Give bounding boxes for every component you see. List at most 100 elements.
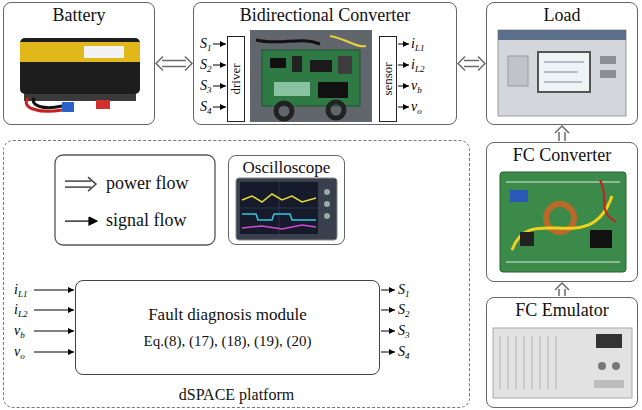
power-flow-stroke bbox=[564, 289, 566, 296]
battery-photo-part bbox=[26, 98, 62, 111]
fc-emulator-photo-part bbox=[493, 328, 632, 398]
signal-label: iL2 bbox=[411, 58, 424, 72]
signal-wires-part bbox=[213, 107, 226, 108]
signal-wires-part bbox=[381, 331, 395, 332]
load-photo-part bbox=[544, 72, 578, 73]
converter-photo-part bbox=[250, 30, 372, 122]
text-group: FC Emulator bbox=[487, 300, 637, 321]
signal-wires-part bbox=[213, 44, 226, 45]
battery-photo-part bbox=[20, 38, 140, 94]
load-photo-part bbox=[544, 62, 584, 63]
signal-symbol: S bbox=[200, 99, 207, 114]
node-title: FC Emulator bbox=[515, 300, 609, 321]
converter-photo-part bbox=[262, 50, 360, 106]
sensor-block: sensor bbox=[379, 36, 397, 122]
battery-photo-part bbox=[20, 42, 140, 62]
signal-symbol: i bbox=[411, 57, 415, 72]
load-photo-part bbox=[498, 30, 626, 40]
fc-emulator-photo-part bbox=[524, 336, 525, 390]
legend-swatch bbox=[64, 212, 98, 230]
signal-subscript: 3 bbox=[207, 85, 212, 95]
signal-label: iL2 bbox=[14, 303, 27, 317]
power-flow-arrow bbox=[156, 57, 192, 71]
signal-symbol: v bbox=[411, 99, 417, 114]
signal-subscript: L1 bbox=[415, 43, 425, 53]
battery-photo-part bbox=[84, 46, 124, 58]
oscilloscope-photo bbox=[236, 178, 337, 240]
signal-subscript: 2 bbox=[207, 64, 212, 74]
power-flow-stroke bbox=[464, 60, 479, 62]
oscilloscope-photo-part bbox=[324, 201, 330, 207]
signal-subscript: 4 bbox=[207, 106, 212, 116]
signal-label: S2 bbox=[200, 58, 212, 72]
power-flow-arrow bbox=[555, 126, 569, 141]
signal-wires-part bbox=[381, 310, 395, 311]
fc-converter-photo-part bbox=[510, 190, 528, 202]
signal-label: iL1 bbox=[411, 37, 424, 51]
signal-symbol: v bbox=[411, 78, 417, 93]
signal-wires-part bbox=[213, 65, 226, 66]
text-group: FC Converter bbox=[487, 145, 637, 166]
fc-converter-photo-part bbox=[506, 262, 620, 263]
signal-label: vo bbox=[14, 345, 25, 359]
battery-photo-part bbox=[96, 100, 110, 109]
converter-photo-part bbox=[292, 56, 302, 72]
signal-label: S3 bbox=[398, 324, 410, 338]
load-photo-part bbox=[544, 82, 582, 83]
node-title: Bidirectional Converter bbox=[240, 5, 410, 26]
legend-entry: power flow bbox=[64, 174, 188, 194]
signal-subscript: L2 bbox=[415, 64, 425, 74]
fc-converter-photo-part bbox=[500, 172, 626, 272]
signal-wires-part bbox=[398, 107, 409, 108]
signal-subscript: 1 bbox=[405, 289, 410, 299]
signal-wires-part bbox=[398, 44, 409, 45]
signal-label: vb bbox=[411, 79, 422, 93]
oscilloscope-box: Oscilloscope bbox=[228, 155, 345, 245]
converter-photo-part bbox=[276, 103, 292, 119]
fc-converter-box: FC Converter bbox=[486, 142, 638, 282]
fc-emulator-photo-part bbox=[540, 336, 541, 390]
battery-photo-part bbox=[24, 94, 136, 101]
signal-wires-part bbox=[381, 290, 395, 291]
fc-emulator-photo-part bbox=[612, 362, 620, 370]
oscilloscope-photo-part bbox=[324, 213, 330, 219]
load-photo-part bbox=[600, 56, 616, 64]
load-photo-part bbox=[508, 56, 528, 86]
fc-emulator-box: FC Emulator bbox=[486, 297, 638, 408]
converter-photo-part bbox=[270, 58, 286, 68]
load-photo-part bbox=[600, 70, 616, 78]
fc-emulator-photo-part bbox=[598, 362, 606, 370]
signal-wires-part bbox=[34, 310, 74, 311]
oscilloscope-photo-part bbox=[242, 214, 316, 220]
signal-subscript: 3 bbox=[405, 330, 410, 340]
fc-emulator-photo-part bbox=[548, 336, 549, 390]
signal-subscript: 2 bbox=[405, 309, 410, 319]
platform-region: dSPACE platformOscilloscopeFault diagnos… bbox=[3, 140, 470, 408]
signal-subscript: o bbox=[20, 351, 25, 361]
signal-symbol: v bbox=[14, 323, 20, 338]
fc-emulator-photo bbox=[493, 328, 632, 398]
power-flow-stroke bbox=[558, 132, 560, 141]
converter-photo-part bbox=[256, 40, 320, 44]
power-flow-symbol bbox=[65, 180, 91, 182]
power-flow-stroke bbox=[156, 57, 163, 71]
signal-label: vb bbox=[14, 324, 25, 338]
fc-emulator-photo-part bbox=[596, 334, 622, 348]
signal-subscript: 1 bbox=[207, 43, 212, 53]
fc-converter-photo-part bbox=[520, 232, 534, 246]
load-box: Load bbox=[486, 2, 638, 125]
signal-symbol: S bbox=[200, 78, 207, 93]
text-group: Battery bbox=[4, 5, 154, 26]
text-group: Load bbox=[487, 5, 637, 26]
fc-converter-photo-part bbox=[600, 180, 616, 222]
fc-converter-photo bbox=[500, 172, 626, 272]
signal-wires-part bbox=[398, 86, 409, 87]
fc-converter-photo-part bbox=[506, 182, 620, 183]
module-title: Fault diagnosis module bbox=[148, 305, 307, 325]
converter-photo-part bbox=[274, 82, 310, 96]
oscilloscope-photo-part bbox=[236, 178, 337, 240]
signal-wires-part bbox=[213, 86, 226, 87]
signal-wires-part bbox=[34, 331, 74, 332]
component-box: Battery bbox=[3, 2, 155, 125]
